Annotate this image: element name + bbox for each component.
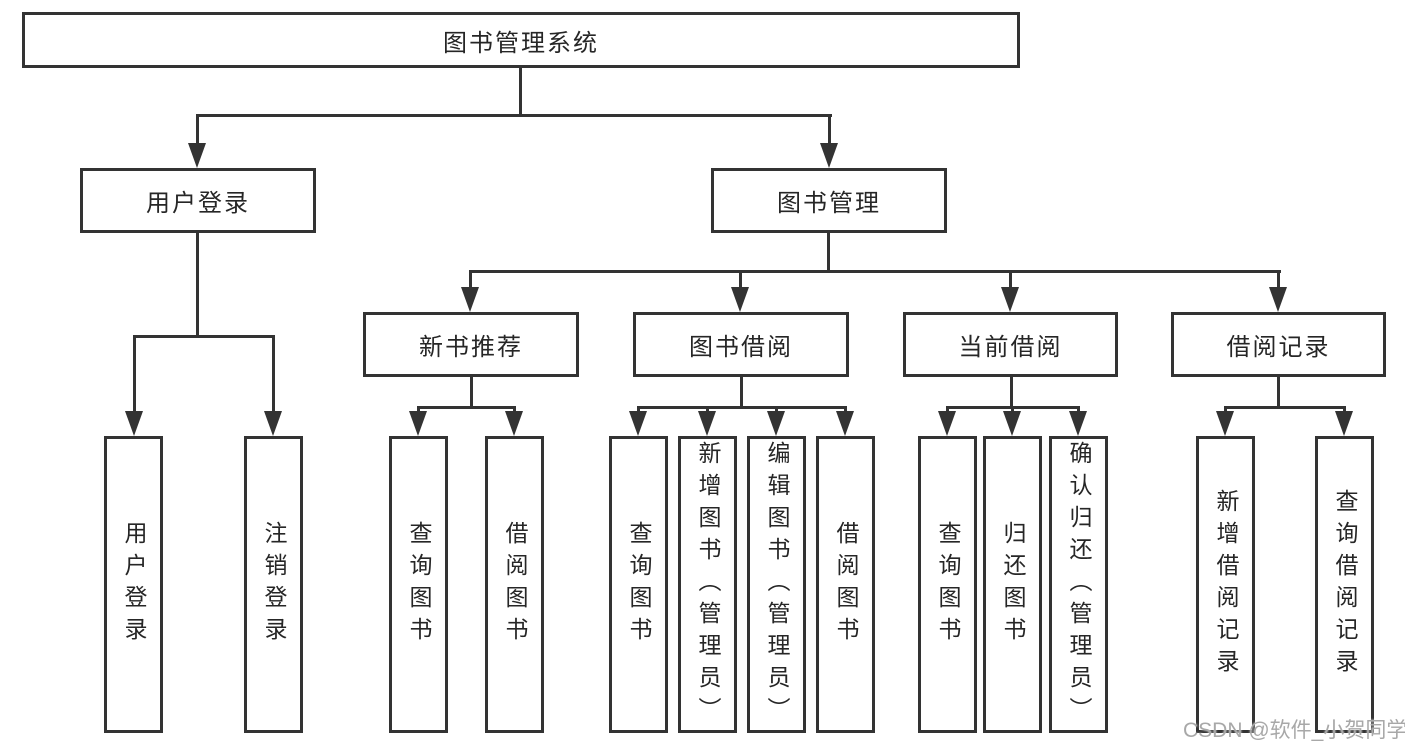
connector-line	[469, 270, 1281, 273]
arrow-down-icon	[731, 287, 749, 312]
connector-line	[637, 406, 846, 409]
node-label: 图书借阅	[689, 334, 793, 361]
arrow-down-icon	[767, 411, 785, 436]
connector-line	[828, 114, 831, 145]
leaf-edit-book-admin: 编辑图书（管理员）	[747, 436, 806, 733]
node-label: 查询图书	[935, 520, 961, 649]
node-label: 借阅记录	[1226, 334, 1331, 361]
node-label: 借阅图书	[833, 520, 859, 649]
leaf-query-book-borrow: 查询图书	[609, 436, 668, 733]
connector-line	[133, 335, 136, 413]
connector-line	[775, 406, 778, 415]
connector-line	[706, 406, 709, 415]
node-borrow-record: 借阅记录	[1171, 312, 1386, 377]
connector-line	[1224, 406, 1227, 415]
node-library-management-system: 图书管理系统	[22, 12, 1020, 68]
node-label: 当前借阅	[958, 334, 1063, 361]
connector-line	[519, 66, 522, 116]
connector-line	[196, 233, 199, 338]
connector-line	[417, 406, 516, 409]
node-label: 用户登录	[121, 520, 147, 649]
node-label: 查询图书	[406, 520, 432, 649]
arrow-down-icon	[188, 143, 206, 168]
node-new-book-recommend: 新书推荐	[363, 312, 579, 377]
connector-line	[1010, 377, 1013, 409]
arrow-down-icon	[1335, 411, 1353, 436]
node-label: 新增图书（管理员）	[695, 440, 721, 729]
connector-line	[1077, 406, 1080, 415]
connector-line	[513, 406, 516, 415]
connector-line	[637, 406, 640, 415]
connector-line	[844, 406, 847, 415]
node-book-management: 图书管理	[711, 168, 947, 233]
leaf-query-borrow-record: 查询借阅记录	[1315, 436, 1374, 733]
node-label: 注销登录	[261, 520, 287, 649]
arrow-down-icon	[1001, 287, 1019, 312]
connector-line	[196, 114, 832, 117]
leaf-user-login: 用户登录	[104, 436, 163, 733]
arrow-down-icon	[1069, 411, 1087, 436]
node-label: 归还图书	[1000, 520, 1026, 649]
node-label: 查询借阅记录	[1332, 488, 1358, 681]
leaf-confirm-return-admin: 确认归还（管理员）	[1049, 436, 1108, 733]
node-label: 查询图书	[626, 520, 652, 649]
connector-line	[1277, 377, 1280, 409]
node-label: 借阅图书	[502, 520, 528, 649]
leaf-borrow-book-recommend: 借阅图书	[485, 436, 544, 733]
node-user-login: 用户登录	[80, 168, 316, 233]
connector-line	[946, 406, 949, 415]
node-label: 新增借阅记录	[1213, 488, 1239, 681]
leaf-logout: 注销登录	[244, 436, 303, 733]
node-label: 图书管理系统	[443, 29, 599, 57]
leaf-query-book-recommend: 查询图书	[389, 436, 448, 733]
connector-line	[469, 270, 472, 290]
arrow-down-icon	[698, 411, 716, 436]
connector-line	[272, 335, 275, 413]
node-current-borrow: 当前借阅	[903, 312, 1118, 377]
arrow-down-icon	[1269, 287, 1287, 312]
connector-line	[1009, 270, 1012, 290]
leaf-add-borrow-record: 新增借阅记录	[1196, 436, 1255, 733]
csdn-watermark: CSDN @软件_小贺同学	[1183, 719, 1405, 742]
node-label: 用户登录	[146, 190, 250, 217]
connector-line	[1277, 270, 1280, 290]
leaf-add-book-admin: 新增图书（管理员）	[678, 436, 737, 733]
leaf-return-book: 归还图书	[983, 436, 1042, 733]
node-label: 新书推荐	[419, 334, 523, 361]
connector-line	[740, 377, 743, 409]
connector-line	[739, 270, 742, 290]
connector-line	[196, 114, 199, 145]
arrow-down-icon	[264, 411, 282, 436]
connector-line	[470, 377, 473, 409]
arrow-down-icon	[629, 411, 647, 436]
connector-line	[827, 233, 830, 273]
connector-line	[1224, 406, 1345, 409]
leaf-borrow-book: 借阅图书	[816, 436, 875, 733]
connector-line	[133, 335, 275, 338]
node-label: 确认归还（管理员）	[1066, 440, 1092, 729]
arrow-down-icon	[461, 287, 479, 312]
node-label: 图书管理	[777, 190, 881, 217]
leaf-query-book-current: 查询图书	[918, 436, 977, 733]
node-book-borrow: 图书借阅	[633, 312, 849, 377]
arrow-down-icon	[836, 411, 854, 436]
connector-line	[417, 406, 420, 415]
node-label: 编辑图书（管理员）	[764, 440, 790, 729]
arrow-down-icon	[1003, 411, 1021, 436]
arrow-down-icon	[1216, 411, 1234, 436]
arrow-down-icon	[125, 411, 143, 436]
arrow-down-icon	[820, 143, 838, 168]
arrow-down-icon	[938, 411, 956, 436]
arrow-down-icon	[409, 411, 427, 436]
arrow-down-icon	[505, 411, 523, 436]
connector-line	[1011, 406, 1014, 415]
connector-line	[1343, 406, 1346, 415]
